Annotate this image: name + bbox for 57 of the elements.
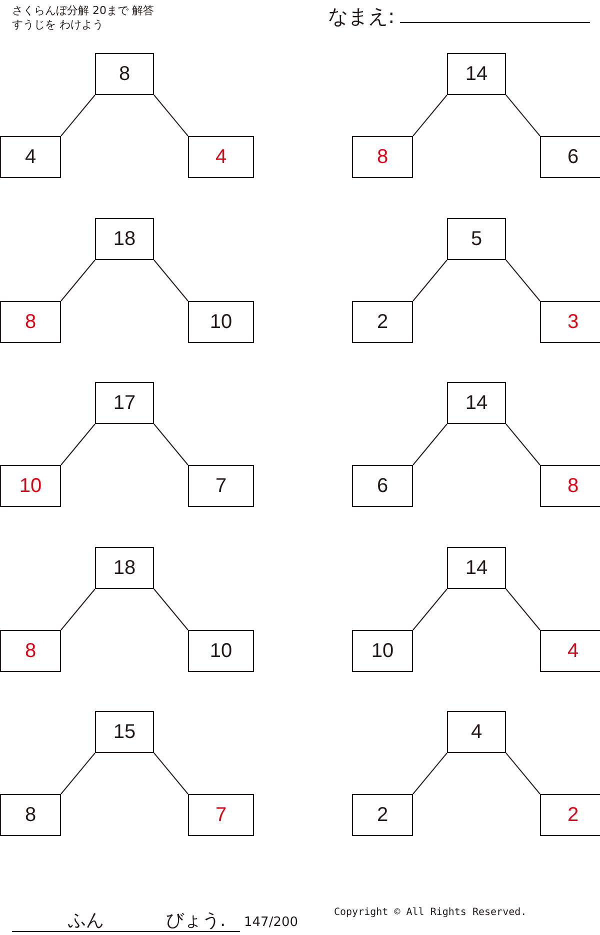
answer-box: 10 [188,630,254,672]
number-box: 14 [447,547,506,589]
answer-box: 7 [188,794,254,836]
answer-box: 8 [0,794,61,836]
connector-line [506,260,540,302]
connector-line [60,588,96,630]
answer-box: 7 [188,465,254,507]
connector-line [60,260,96,302]
connector-line [154,260,188,302]
connector-line [60,424,96,466]
answer-box: 3 [540,301,600,343]
number-box: 8 [95,53,154,95]
connector-line [412,588,448,630]
worksheet-title: さくらんぼ分解 20まで 解答 [12,3,154,18]
answer-box: 10 [352,630,413,672]
number-box: 18 [95,218,154,260]
answer-box: 2 [540,794,600,836]
connector-line [412,752,448,794]
answer-box: 8 [0,301,61,343]
number-box: 18 [95,547,154,589]
answer-box: 2 [352,794,413,836]
answer-box: 6 [352,465,413,507]
answer-box: 2 [352,301,413,343]
answer-box: 10 [0,465,61,507]
answer-box: 8 [352,136,413,178]
connector-line [154,752,188,794]
number-box: 5 [447,218,506,260]
seconds-label: びょう. [166,909,226,932]
answer-box: 10 [188,301,254,343]
copyright-text: Copyright © All Rights Reserved. [334,907,527,918]
minutes-label: ふん [68,909,104,932]
connector-line [506,424,540,466]
connector-line [506,588,540,630]
instruction-text: すうじを わけよう [12,17,104,32]
connector-line [412,94,448,136]
number-box: 17 [95,382,154,424]
connector-line [60,94,96,136]
connector-line [506,752,540,794]
answer-box: 4 [0,136,61,178]
answer-box: 4 [540,630,600,672]
number-box: 14 [447,382,506,424]
number-box: 14 [447,53,506,95]
number-box: 15 [95,711,154,753]
number-box: 4 [447,711,506,753]
answer-box: 4 [188,136,254,178]
answer-box: 8 [0,630,61,672]
answer-box: 6 [540,136,600,178]
connector-line [154,424,188,466]
connector-line [506,94,540,136]
page-number: 147/200 [244,915,298,930]
connector-line [412,424,448,466]
name-label: なまえ: [328,3,395,30]
answer-box: 8 [540,465,600,507]
connector-line [412,260,448,302]
connector-line [154,588,188,630]
connector-line [60,752,96,794]
connector-line [154,94,188,136]
